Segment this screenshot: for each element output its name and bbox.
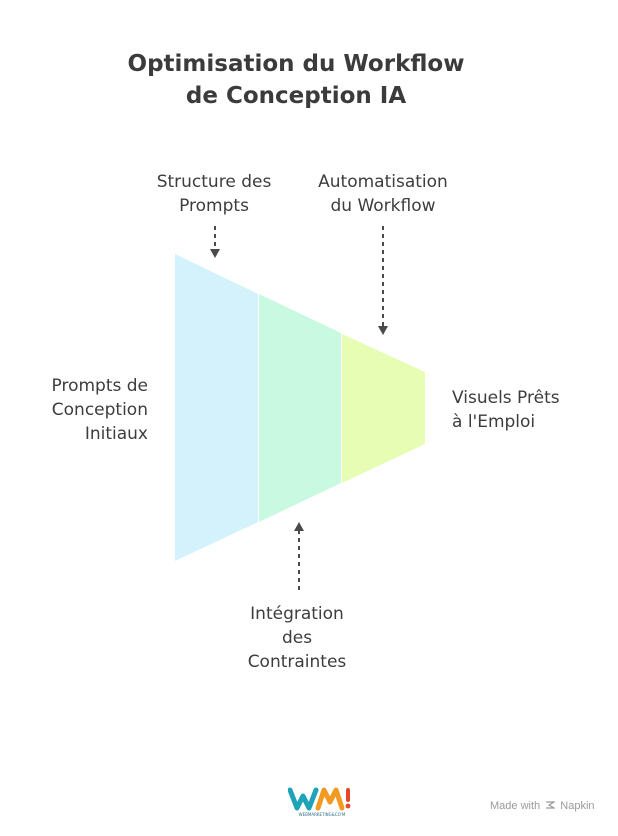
arrow-structure — [210, 226, 220, 258]
label-constraints-line-2: des — [281, 628, 313, 648]
label-ready-visuals-line-2: à l'Emploi — [452, 412, 536, 432]
label-workflow-automation: Automatisation du Workflow — [300, 170, 466, 218]
napkin-icon — [546, 801, 557, 809]
title-line-2: de Conception IA — [185, 83, 407, 109]
napkin-brand: Napkin — [560, 800, 595, 812]
label-initial-prompts-line-3: Initiaux — [84, 424, 148, 444]
label-prompt-structure-line-2: Prompts — [179, 196, 249, 216]
webmarketing-logo: WEBMARKETING&CO'M — [287, 784, 356, 818]
label-initial-prompts-line-2: Conception — [51, 400, 148, 420]
label-constraints-line-1: Intégration — [250, 604, 344, 624]
label-prompt-structure: Structure des Prompts — [140, 170, 288, 218]
logo-wordmark: WEBMARKETING&CO'M — [299, 812, 346, 817]
label-ready-visuals-line-1: Visuels Prêts — [452, 388, 560, 408]
label-constraints-line-3: Contraintes — [247, 652, 347, 672]
label-workflow-automation-line-2: du Workflow — [330, 196, 436, 216]
funnel-segment-initial-prompts — [175, 254, 258, 561]
diagram-title: Optimisation du Workflow de Conception I… — [0, 48, 592, 112]
made-with-napkin: Made with Napkin — [490, 800, 595, 812]
label-initial-prompts: Prompts de Conception Initiaux — [30, 374, 149, 446]
title-line-1: Optimisation du Workflow — [127, 51, 465, 77]
label-prompt-structure-line-1: Structure des — [156, 172, 272, 192]
funnel-segment-constraints — [259, 294, 341, 522]
funnel-segment-automation — [342, 334, 425, 483]
label-ready-visuals: Visuels Prêts à l'Emploi — [452, 386, 602, 434]
arrow-automation — [378, 226, 388, 335]
label-initial-prompts-line-1: Prompts de — [51, 376, 149, 396]
label-workflow-automation-line-1: Automatisation — [318, 172, 448, 192]
arrow-constraints — [294, 522, 304, 590]
label-constraints-integration: Intégration des Contraintes — [232, 602, 362, 674]
made-with-text: Made with — [490, 800, 541, 812]
